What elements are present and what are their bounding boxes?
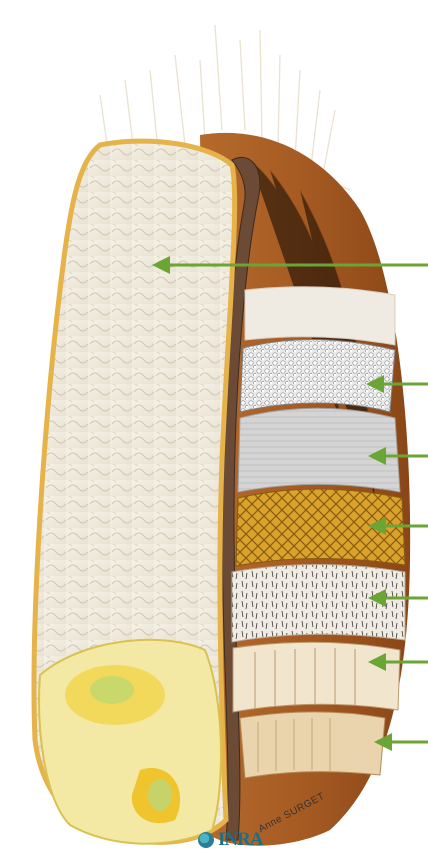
tissue-layers bbox=[232, 287, 405, 778]
credit-organization: INRA bbox=[218, 829, 263, 851]
inra-logo-icon bbox=[198, 832, 214, 848]
image-credit: INRA Anne SURGET bbox=[198, 826, 378, 856]
germ bbox=[39, 640, 221, 844]
